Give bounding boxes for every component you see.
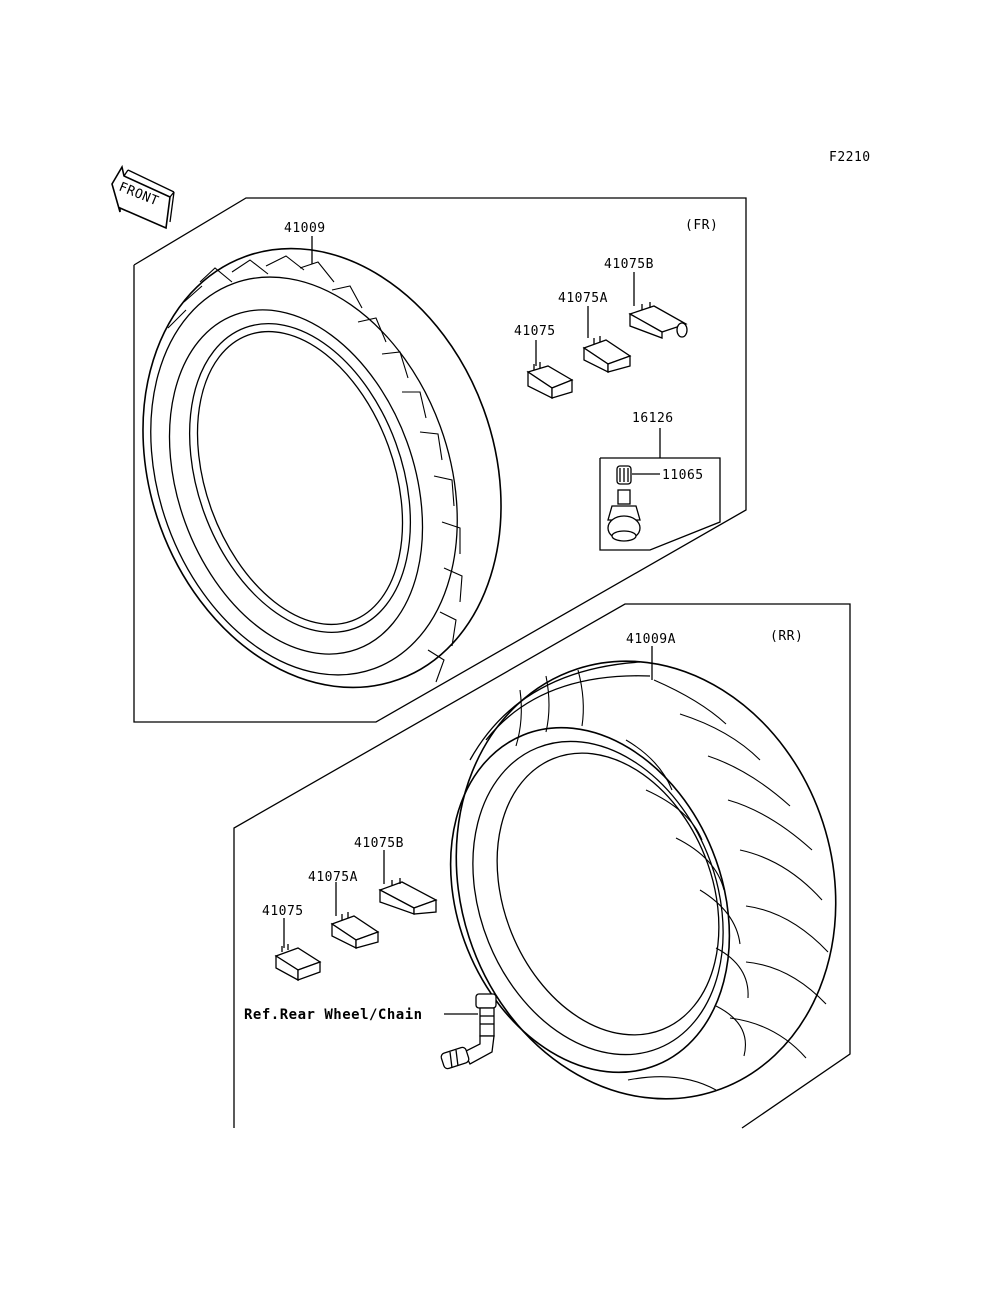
valve-cap-icon	[616, 465, 632, 485]
front-arrow-icon: FRONT	[111, 164, 175, 230]
balance-weight-icon	[330, 912, 380, 950]
part-label-41009: 41009	[284, 221, 326, 236]
balance-weight-icon	[378, 878, 438, 915]
valve-box	[599, 457, 721, 551]
balance-weight-icon	[582, 336, 632, 374]
diagram-code: F2210	[829, 150, 871, 165]
front-section-frame	[133, 197, 747, 723]
part-label-41075a-rr: 41075A	[308, 870, 358, 885]
part-label-41009a: 41009A	[626, 632, 676, 647]
balance-weight-icon	[274, 944, 322, 982]
front-section-tag: (FR)	[685, 218, 718, 233]
part-label-11065: 11065	[662, 468, 704, 483]
part-label-16126: 16126	[632, 411, 674, 426]
part-label-41075-rr: 41075	[262, 904, 304, 919]
ref-label-rear-wheel-chain: Ref.Rear Wheel/Chain	[244, 1007, 423, 1023]
valve-icon	[607, 489, 641, 542]
part-label-41075b-fr: 41075B	[604, 257, 654, 272]
rear-section-tag: (RR)	[770, 629, 803, 644]
part-label-41075b-rr: 41075B	[354, 836, 404, 851]
rear-section-frame	[233, 603, 851, 1129]
tire-icon	[449, 660, 837, 1100]
valve-icon	[440, 993, 497, 1070]
tire-icon	[142, 247, 502, 689]
part-label-41075-fr: 41075	[514, 324, 556, 339]
part-label-41075a-fr: 41075A	[558, 291, 608, 306]
balance-weight-icon	[628, 302, 688, 339]
balance-weight-icon	[526, 362, 574, 400]
